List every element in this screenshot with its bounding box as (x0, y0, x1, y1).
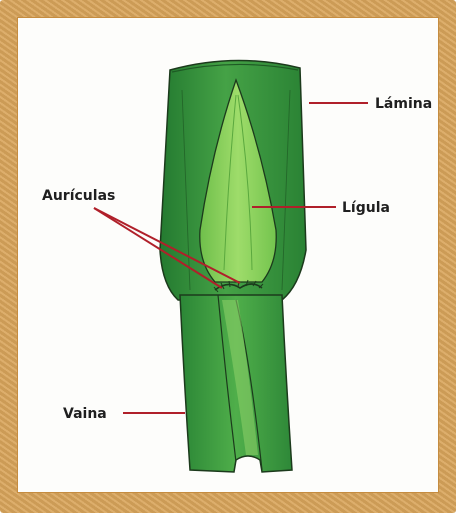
label-ligula: Lígula (342, 200, 390, 216)
label-auriculas: Aurículas (42, 188, 115, 204)
label-lamina: Lámina (375, 96, 432, 112)
label-vaina: Vaina (63, 406, 107, 422)
